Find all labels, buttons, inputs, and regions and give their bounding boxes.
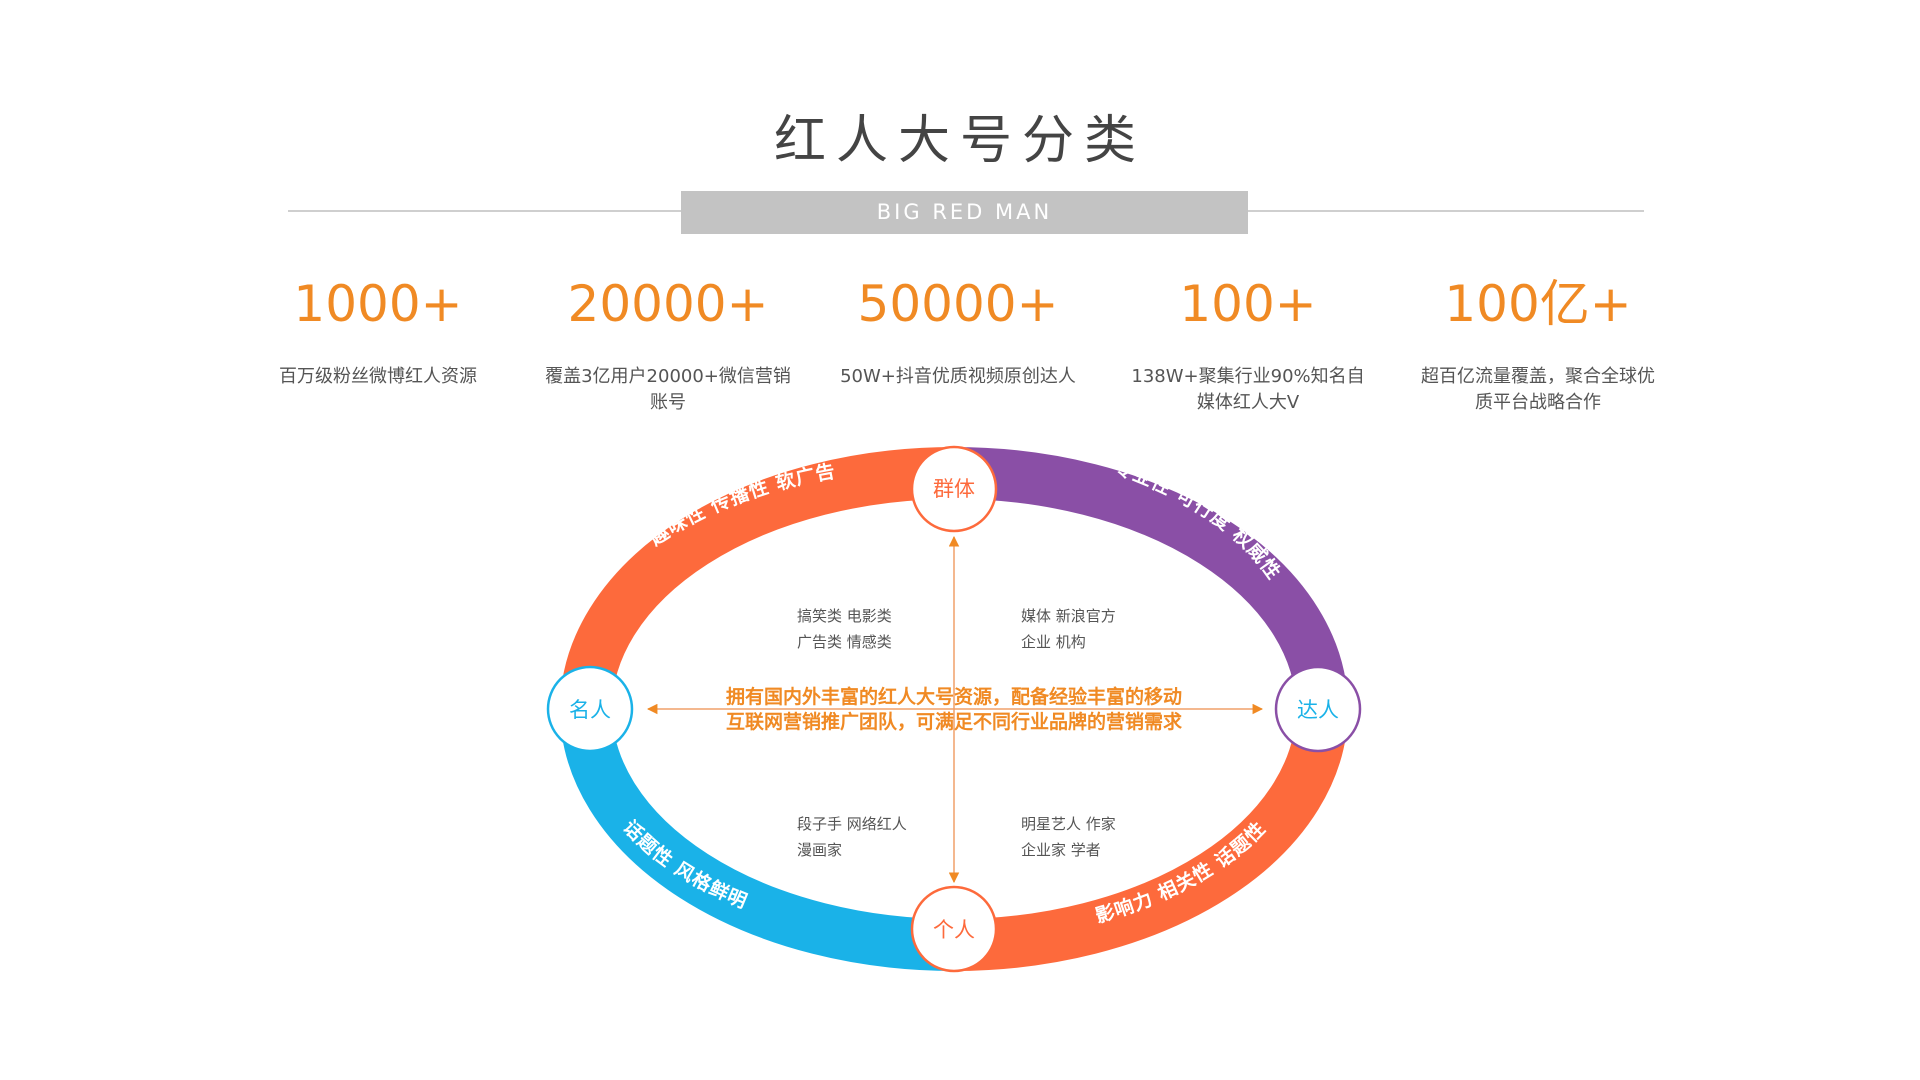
category-top-right-2: 企业 机构 bbox=[1021, 633, 1086, 651]
category-bottom-right-1: 明星艺人 作家 bbox=[1021, 815, 1116, 833]
node-left: 名人 bbox=[546, 665, 634, 753]
stat-description: 138W+聚集行业90%知名自媒体红人大V bbox=[1131, 366, 1365, 413]
node-right-label: 达人 bbox=[1297, 698, 1339, 722]
category-bottom-left-2: 漫画家 bbox=[797, 841, 842, 859]
ring-arc-bottom-right bbox=[953, 708, 1348, 971]
stat-number: 100+ bbox=[1179, 275, 1317, 333]
stat-item: 50000+ 50W+抖音优质视频原创达人 bbox=[808, 272, 1108, 390]
node-left-label: 名人 bbox=[569, 698, 611, 722]
stat-description: 超百亿流量覆盖，聚合全球优质平台战略合作 bbox=[1421, 366, 1655, 413]
stat-description: 百万级粉丝微博红人资源 bbox=[279, 366, 477, 387]
stat-item: 20000+ 覆盖3亿用户20000+微信营销账号 bbox=[518, 272, 818, 416]
category-top-left-1: 搞笑类 电影类 bbox=[797, 607, 892, 625]
stat-number: 1000+ bbox=[293, 275, 463, 333]
stat-description: 50W+抖音优质视频原创达人 bbox=[840, 366, 1076, 387]
stat-item: 100亿+ 超百亿流量覆盖，聚合全球优质平台战略合作 bbox=[1388, 272, 1688, 416]
category-top-left-2: 广告类 情感类 bbox=[797, 633, 892, 651]
ring-arc-bottom-left bbox=[560, 708, 955, 971]
node-top: 群体 bbox=[910, 445, 998, 533]
stat-number: 100亿+ bbox=[1444, 275, 1632, 333]
node-top-label: 群体 bbox=[933, 477, 975, 501]
stat-number: 50000+ bbox=[857, 275, 1059, 333]
node-right: 达人 bbox=[1274, 665, 1362, 753]
category-top-right-1: 媒体 新浪官方 bbox=[1021, 607, 1116, 625]
page-title: 红人大号分类 bbox=[773, 111, 1146, 171]
category-bottom-right-2: 企业家 学者 bbox=[1021, 841, 1101, 859]
stat-item: 1000+ 百万级粉丝微博红人资源 bbox=[228, 272, 528, 390]
node-bottom: 个人 bbox=[910, 885, 998, 973]
divider-right bbox=[1248, 210, 1644, 212]
node-bottom-label: 个人 bbox=[933, 918, 975, 942]
category-bottom-left-1: 段子手 网络红人 bbox=[797, 815, 907, 833]
stat-description: 覆盖3亿用户20000+微信营销账号 bbox=[545, 366, 791, 413]
stat-number: 20000+ bbox=[567, 275, 769, 333]
center-statement-line-1: 拥有国内外丰富的红人大号资源，配备经验丰富的移动 bbox=[726, 685, 1182, 708]
subtitle-banner: BIG RED MAN bbox=[681, 191, 1248, 234]
divider-left bbox=[288, 210, 681, 212]
ring-arc-top-right bbox=[953, 447, 1348, 710]
center-statement-line-2: 互联网营销推广团队，可满足不同行业品牌的营销需求 bbox=[726, 710, 1183, 733]
stat-item: 100+ 138W+聚集行业90%知名自媒体红人大V bbox=[1098, 272, 1398, 416]
ring-arc-top-left bbox=[560, 447, 955, 710]
